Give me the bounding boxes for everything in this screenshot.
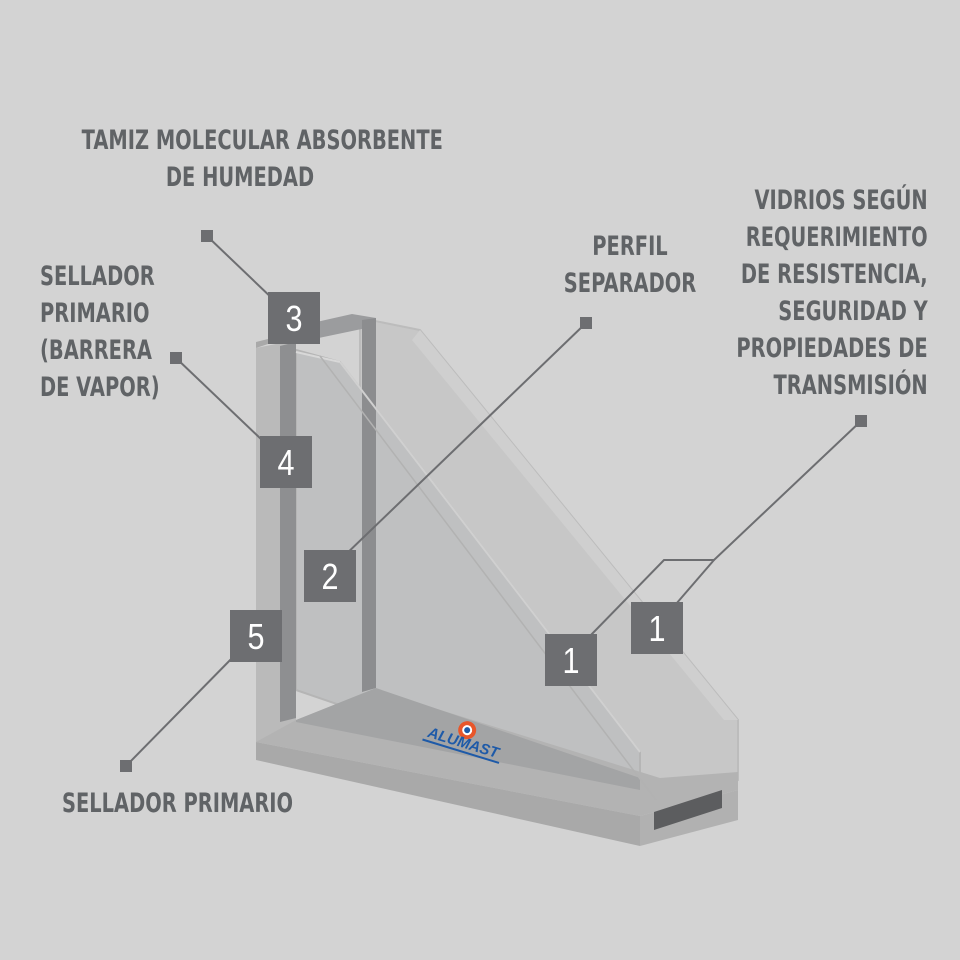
label-primary-seal-line: DE VAPOR) xyxy=(40,372,160,403)
label-primary-seal-line: SELLADOR xyxy=(40,261,155,292)
label-primary-seal-line: (BARRERA xyxy=(40,335,152,366)
leader-glass xyxy=(589,420,862,637)
badge-desiccant: 3 xyxy=(268,292,320,344)
label-secondary-seal: SELLADOR PRIMARIO xyxy=(62,785,293,822)
label-glass-line: VIDRIOS SEGÚN xyxy=(754,185,928,216)
label-primary-seal-line: PRIMARIO xyxy=(40,298,150,329)
label-desiccant-line: TAMIZ MOLECULAR ABSORBENTE xyxy=(81,125,443,156)
svg-text:5: 5 xyxy=(247,618,264,658)
label-glass-line: REQUERIMIENTO xyxy=(746,222,928,253)
leader-primary-seal xyxy=(175,357,263,441)
label-glass-line: PROPIEDADES DE xyxy=(736,333,928,364)
leader-glass-outer xyxy=(675,559,715,605)
leader-lines xyxy=(125,235,862,767)
spacer-vertical xyxy=(280,342,296,722)
label-desiccant: TAMIZ MOLECULAR ABSORBENTE DE HUMEDAD xyxy=(81,122,443,196)
label-glass-line: SEGURIDAD Y xyxy=(778,296,928,327)
label-glass: VIDRIOS SEGÚN REQUERIMIENTO DE RESISTENC… xyxy=(737,182,928,404)
svg-text:2: 2 xyxy=(321,558,338,598)
label-spacer-line: SEPARADOR xyxy=(563,268,697,299)
label-glass-line: TRANSMISIÓN xyxy=(773,370,928,401)
label-spacer-profile: PERFIL SEPARADOR xyxy=(551,228,709,302)
badge-glass-inner: 1 xyxy=(545,634,597,686)
badge-secondary-seal: 5 xyxy=(230,610,282,662)
leader-secondary-seal xyxy=(125,649,241,767)
leader-desiccant xyxy=(206,235,277,303)
svg-text:3: 3 xyxy=(285,300,302,340)
label-secondary-seal-line: SELLADOR PRIMARIO xyxy=(62,788,294,819)
svg-text:4: 4 xyxy=(277,444,294,484)
label-desiccant-line: DE HUMEDAD xyxy=(165,162,315,193)
svg-text:1: 1 xyxy=(562,642,579,682)
label-spacer-line: PERFIL xyxy=(592,231,668,262)
svg-text:1: 1 xyxy=(648,610,665,650)
leader-spacer xyxy=(339,322,587,561)
leader-end-markers xyxy=(120,230,867,772)
label-glass-line: DE RESISTENCIA, xyxy=(741,259,928,290)
spacer-channel xyxy=(654,790,722,830)
label-primary-seal-vapor-barrier: SELLADOR PRIMARIO (BARRERA DE VAPOR) xyxy=(40,258,160,406)
frame-bottom-front xyxy=(256,742,640,846)
badge-glass-outer: 1 xyxy=(631,602,683,654)
badge-primary-seal: 4 xyxy=(260,436,312,488)
badge-spacer: 2 xyxy=(304,550,356,602)
